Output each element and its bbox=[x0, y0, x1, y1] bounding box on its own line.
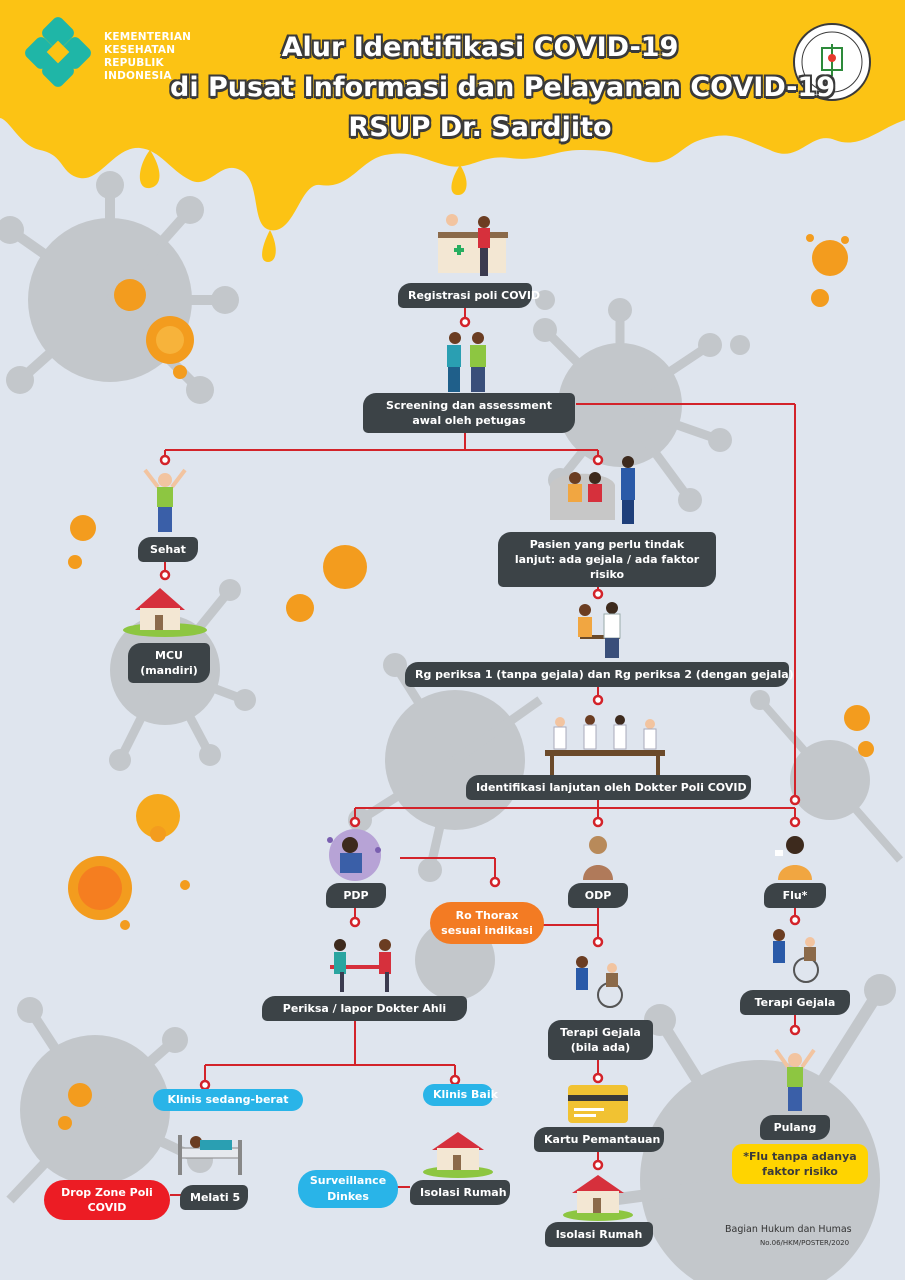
footer-department: Bagian Hukum dan Humas bbox=[725, 1224, 852, 1235]
patient-waiting-illustration bbox=[550, 456, 635, 524]
virus-bg-1 bbox=[0, 171, 239, 404]
node-mcu: MCU (mandiri) bbox=[128, 643, 210, 683]
healthy-person-illustration bbox=[143, 468, 187, 532]
node-flu-note: *Flu tanpa adanya faktor risiko bbox=[732, 1144, 868, 1184]
node-sehat: Sehat bbox=[138, 537, 198, 562]
house-isolasi-2-illustration bbox=[563, 1175, 633, 1221]
kemenkes-logo-icon bbox=[25, 17, 91, 87]
title-line-3: RSUP Dr. Sardjito bbox=[348, 112, 612, 143]
virus-orange-5 bbox=[58, 705, 874, 1130]
node-terapi-gejala-odp: Terapi Gejala (bila ada) bbox=[548, 1020, 653, 1060]
flu-person-illustration bbox=[775, 836, 812, 880]
node-pasien: Pasien yang perlu tindak lanjut: ada gej… bbox=[498, 532, 716, 587]
node-flu: Flu* bbox=[764, 883, 826, 908]
node-pulang: Pulang bbox=[760, 1115, 830, 1140]
reception-desk-illustration bbox=[438, 214, 508, 276]
node-ro-thorax: Ro Thorax sesuai indikasi bbox=[430, 902, 544, 944]
hospital-bed-illustration bbox=[178, 1135, 242, 1175]
happy-person-illustration bbox=[774, 1048, 816, 1111]
node-klinis-sedang: Klinis sedang-berat bbox=[153, 1089, 303, 1111]
virus-orange-2 bbox=[806, 234, 849, 307]
node-rg-periksa: Rg periksa 1 (tanpa gejala) dan Rg perik… bbox=[405, 662, 794, 687]
screening-illustration bbox=[447, 332, 486, 392]
wheelchair-flu-illustration bbox=[773, 929, 819, 983]
node-klinis-baik: Klinis Baik bbox=[423, 1084, 498, 1106]
doctor-desk-illustration bbox=[330, 939, 391, 992]
node-drop-zone: Drop Zone Poli COVID bbox=[44, 1180, 170, 1220]
house-isolasi-1-illustration bbox=[423, 1132, 493, 1178]
wheelchair-odp-illustration bbox=[576, 956, 623, 1008]
ministry-name: KEMENTERIAN KESEHATAN REPUBLIK INDONESIA bbox=[104, 31, 192, 82]
node-surveillance: Surveillance Dinkes bbox=[298, 1170, 398, 1208]
virus-orange-1 bbox=[114, 279, 194, 379]
lab-team-illustration bbox=[545, 715, 665, 778]
node-isolasi-rumah-2: Isolasi Rumah bbox=[545, 1222, 653, 1247]
sick-pdp-illustration bbox=[327, 829, 381, 881]
node-periksa-dokter: Periksa / lapor Dokter Ahli bbox=[262, 996, 467, 1021]
node-kartu: Kartu Pemantauan bbox=[534, 1127, 664, 1152]
flow-connectors bbox=[164, 305, 796, 1196]
node-identifikasi: Identifikasi lanjutan oleh Dokter Poli C… bbox=[466, 775, 751, 800]
node-pdp: PDP bbox=[326, 883, 386, 908]
title-line-1: Alur Identifikasi COVID-19 bbox=[281, 32, 679, 63]
title-line-2: di Pusat Informasi dan Pelayanan COVID-1… bbox=[170, 72, 836, 103]
virus-orange-3 bbox=[68, 515, 367, 622]
header-background bbox=[0, 0, 905, 231]
footer-code: No.06/HKM/POSTER/2020 bbox=[760, 1239, 850, 1247]
rsup-sardjito-seal-icon bbox=[793, 23, 871, 101]
virus-orange-4 bbox=[68, 794, 190, 930]
monitoring-card-illustration bbox=[568, 1085, 628, 1123]
page-title: Alur Identifikasi COVID-19 di Pusat Info… bbox=[170, 28, 836, 148]
node-melati: Melati 5 bbox=[180, 1185, 248, 1210]
house-mcu-illustration bbox=[123, 588, 207, 637]
coughing-odp-illustration bbox=[583, 836, 613, 880]
node-isolasi-rumah-1: Isolasi Rumah bbox=[410, 1180, 510, 1205]
node-terapi-gejala-flu: Terapi Gejala bbox=[740, 990, 850, 1015]
node-screening: Screening dan assessment awal oleh petug… bbox=[363, 393, 575, 433]
node-odp: ODP bbox=[568, 883, 628, 908]
node-registrasi: Registrasi poli COVID bbox=[398, 283, 540, 308]
doctor-consult-illustration bbox=[578, 602, 621, 658]
connector-nodes bbox=[159, 316, 801, 1171]
